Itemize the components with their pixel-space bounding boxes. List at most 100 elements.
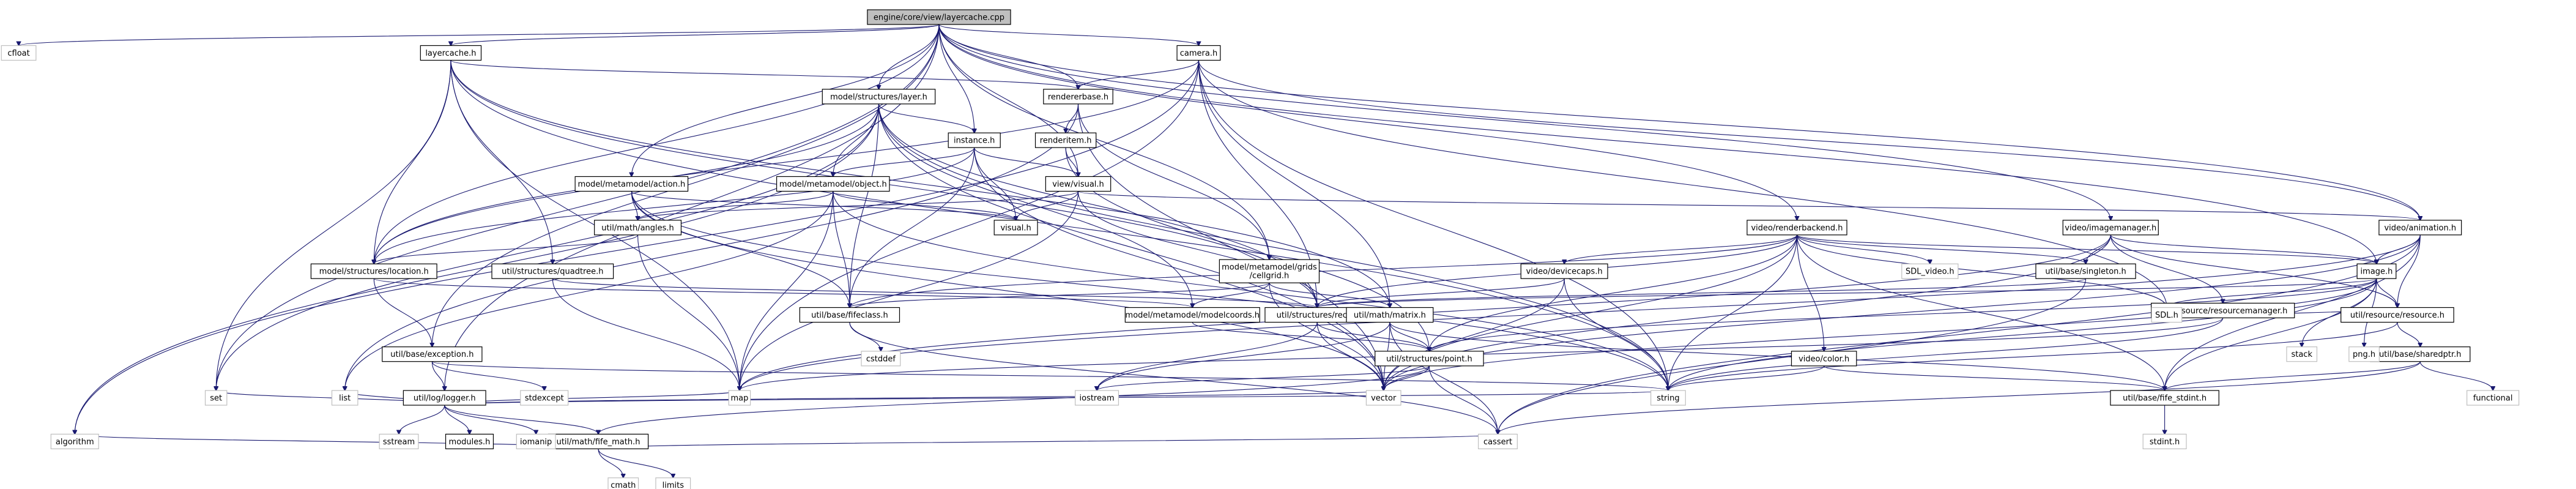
node-root[interactable]: engine/core/view/layercache.cpp xyxy=(867,9,1011,25)
node-SDL-h[interactable]: SDL.h xyxy=(2151,307,2183,323)
node-color-h[interactable]: video/color.h xyxy=(1791,351,1857,367)
node-cmath[interactable]: cmath xyxy=(607,477,639,489)
edge-resource-h-to-string xyxy=(1668,322,2398,391)
node-camera-h[interactable]: camera.h xyxy=(1176,45,1221,61)
node-box xyxy=(1,45,37,61)
node-stdint-h[interactable]: stdint.h xyxy=(2142,433,2187,449)
node-sharedptr-h[interactable]: util/base/sharedptr.h xyxy=(2370,346,2471,362)
node-fife-math-h[interactable]: util/math/fife_math.h xyxy=(547,433,649,449)
node-angles-h[interactable]: util/math/angles.h xyxy=(594,220,682,236)
edge-fife-math-h-to-limits xyxy=(598,449,673,477)
node-matrix-h[interactable]: util/math/matrix.h xyxy=(1346,307,1434,323)
edge-resourcemanager-h-to-string xyxy=(1668,318,2224,390)
node-fife-stdint-h[interactable]: util/base/fife_stdint.h xyxy=(2110,390,2219,406)
node-iomanip[interactable]: iomanip xyxy=(516,433,556,449)
node-location-h[interactable]: model/structures/location.h xyxy=(310,263,437,279)
node-box xyxy=(403,390,486,406)
node-algorithm[interactable]: algorithm xyxy=(50,433,99,449)
node-renderbackend-h[interactable]: video/renderbackend.h xyxy=(1746,220,1847,236)
edge-point-h-to-iostream xyxy=(1097,365,1430,390)
node-singleton-h[interactable]: util/base/singleton.h xyxy=(2035,263,2136,279)
node-label: util/base/fifeclass.h xyxy=(811,311,888,320)
edge-renderbackend-h-to-fifeclass-h xyxy=(850,234,1798,308)
node-stdexcept[interactable]: stdexcept xyxy=(520,390,569,406)
node-quadtree-h[interactable]: util/structures/quadtree.h xyxy=(491,263,614,279)
node-label: SDL.h xyxy=(2155,311,2178,320)
node-label: model/metamodel/modelcoords.h xyxy=(1126,311,1260,320)
edge-layercache-h-to-set xyxy=(216,60,451,390)
node-list[interactable]: list xyxy=(331,390,358,406)
node-layer-h[interactable]: model/structures/layer.h xyxy=(822,89,936,105)
edge-visual-view-h-to-animation-h xyxy=(1077,191,2421,220)
node-cassert[interactable]: cassert xyxy=(1478,433,1518,449)
node-box xyxy=(1365,390,1401,406)
node-box xyxy=(1034,132,1097,148)
edge-renderbackend-h-to-devicecaps-h xyxy=(1564,234,1798,264)
node-SDL-video-h[interactable]: SDL_video.h xyxy=(1901,263,1959,279)
node-exception-h[interactable]: util/base/exception.h xyxy=(382,346,483,362)
edge-point-h-to-cassert xyxy=(1428,365,1498,435)
node-image-h[interactable]: image.h xyxy=(2356,263,2397,279)
edge-rendererbase-h-to-list xyxy=(345,103,1079,390)
node-cellgrid-h[interactable]: model/metamodel/grids/cellgrid.h xyxy=(1219,259,1320,283)
edge-image-h-to-point-h xyxy=(1429,278,2377,351)
edge-image-h-to-rect-h xyxy=(1317,278,2377,307)
node-visual-h[interactable]: visual.h xyxy=(993,220,1038,236)
edge-renderbackend-h-to-fife-stdint-h xyxy=(1796,234,2165,390)
node-rendererbase-h[interactable]: rendererbase.h xyxy=(1043,89,1113,105)
edge-cellgrid-h-to-vector xyxy=(1269,283,1384,390)
edge-devicecaps-h-to-vector xyxy=(1384,278,1565,390)
node-iostream[interactable]: iostream xyxy=(1075,390,1119,406)
node-functional[interactable]: functional xyxy=(2467,390,2520,406)
edge-image-h-to-SDL-h xyxy=(2167,278,2377,307)
node-imagemanager-h[interactable]: video/imagemanager.h xyxy=(2062,220,2159,236)
edge-image-h-to-fife-stdint-h xyxy=(2165,278,2377,390)
node-object-h[interactable]: model/metamodel/object.h xyxy=(776,176,890,192)
node-renderitem-h[interactable]: renderitem.h xyxy=(1034,132,1097,148)
node-vector[interactable]: vector xyxy=(1365,390,1401,406)
edge-logger-h-to-modules-h xyxy=(444,405,470,434)
node-label: video/renderbackend.h xyxy=(1751,223,1843,233)
node-box xyxy=(204,390,228,406)
node-string[interactable]: string xyxy=(1650,390,1686,406)
edge-root-to-rendererbase-h xyxy=(938,24,1078,89)
node-cfloat[interactable]: cfloat xyxy=(1,45,37,61)
node-point-h[interactable]: util/structures/point.h xyxy=(1375,351,1484,367)
node-label: functional xyxy=(2473,394,2513,403)
node-png-h[interactable]: png.h xyxy=(2348,346,2380,362)
node-layercache-h[interactable]: layercache.h xyxy=(420,45,482,61)
edge-visual-view-h-to-rect-h xyxy=(1077,191,1318,307)
node-label: engine/core/view/layercache.cpp xyxy=(874,13,1004,22)
node-modelcoords-h[interactable]: model/metamodel/modelcoords.h xyxy=(1124,307,1260,323)
node-stack[interactable]: stack xyxy=(2286,346,2318,362)
node-box xyxy=(607,477,639,489)
node-map[interactable]: map xyxy=(728,390,751,406)
node-fifeclass-h[interactable]: util/base/fifeclass.h xyxy=(799,307,900,323)
node-limits[interactable]: limits xyxy=(655,477,691,489)
edge-root-to-layer-h xyxy=(878,24,940,89)
node-sstream[interactable]: sstream xyxy=(379,433,419,449)
edge-layercache-h-to-string xyxy=(450,60,1668,390)
node-set[interactable]: set xyxy=(204,390,228,406)
node-resource-h[interactable]: util/resource/resource.h xyxy=(2340,307,2454,323)
node-label: list xyxy=(339,394,351,403)
edge-devicecaps-h-to-rect-h xyxy=(1317,278,1565,307)
edge-cellgrid-h-to-fifeclass-h xyxy=(850,282,1270,307)
edge-rect-h-to-point-h xyxy=(1316,322,1429,351)
node-animation-h[interactable]: video/animation.h xyxy=(2378,220,2462,236)
node-label: util/structures/quadtree.h xyxy=(502,267,603,277)
node-cstddef[interactable]: cstddef xyxy=(861,351,901,367)
node-label: iostream xyxy=(1080,394,1115,403)
edge-imagemanager-h-to-resource-h xyxy=(2110,234,2397,308)
node-visual-view-h[interactable]: view/visual.h xyxy=(1045,176,1112,192)
node-box xyxy=(331,390,358,406)
node-logger-h[interactable]: util/log/logger.h xyxy=(403,390,486,406)
edge-camera-h-to-string xyxy=(1198,60,1668,390)
node-action-h[interactable]: model/metamodel/action.h xyxy=(574,176,689,192)
node-label: cstddef xyxy=(866,354,896,364)
node-instance-h[interactable]: instance.h xyxy=(948,132,1001,148)
node-label: modules.h xyxy=(449,438,491,447)
node-devicecaps-h[interactable]: video/devicecaps.h xyxy=(1520,263,1608,279)
node-modules-h[interactable]: modules.h xyxy=(445,433,494,449)
node-box xyxy=(2340,307,2454,323)
